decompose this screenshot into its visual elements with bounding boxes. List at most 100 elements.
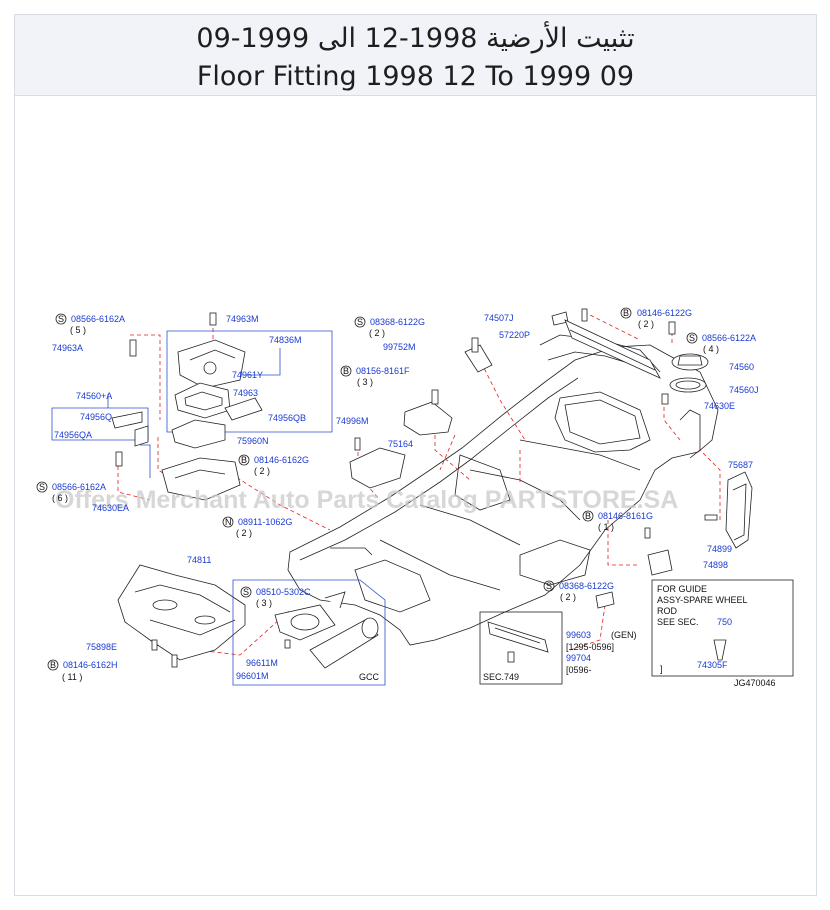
callout-c9[interactable]: B 08146-8161G ( 1 ) <box>582 510 653 532</box>
callout-part-number: 08911-1062G <box>238 517 292 527</box>
watermark-text: Offers Merchant Auto Parts Catalog PARTS… <box>55 486 678 514</box>
callout-qty: ( 2 ) <box>254 466 270 476</box>
part-label-75960n[interactable]: 75960N <box>237 436 269 446</box>
callout-part-number: 08566-6122A <box>702 333 756 343</box>
callout-part-number: 08146-6162G <box>254 455 309 465</box>
callout-c6[interactable]: B 08146-6162G ( 2 ) <box>238 454 309 476</box>
part-label-74560a[interactable]: 74560+A <box>76 391 112 401</box>
callout-c12[interactable]: B 08146-6162H ( 11 ) <box>47 659 118 682</box>
callout-c7[interactable]: S 08566-6162A ( 6 ) <box>36 481 106 503</box>
callout-part-number: 08368-6122G <box>370 317 425 327</box>
callout-qty: ( 5 ) <box>70 325 86 335</box>
page-header: تثبيت الأرضية 1998-12 الى 1999-09 Floor … <box>15 15 816 96</box>
callout-part-number: 08566-6162A <box>71 314 125 324</box>
part-label-74963m[interactable]: 74963M <box>226 314 259 324</box>
part-label-74560[interactable]: 74560 <box>729 362 754 372</box>
part-label-99603[interactable]: 99603 <box>566 630 591 640</box>
guide-note-line2: ASSY-SPARE WHEEL <box>657 595 748 605</box>
gen-label: (GEN) <box>611 630 637 640</box>
callout-marker: S <box>357 317 363 327</box>
callout-c4[interactable]: S 08566-6122A ( 4 ) <box>686 332 756 354</box>
guide-note-sec-number[interactable]: 750 <box>717 617 732 627</box>
page-title-arabic: تثبيت الأرضية 1998-12 الى 1999-09 <box>196 23 635 54</box>
callout-qty: ( 3 ) <box>256 598 272 608</box>
sec749-label: SEC.749 <box>483 672 519 682</box>
callout-c8[interactable]: N 08911-1062G ( 2 ) <box>222 516 292 538</box>
part-label-75898e[interactable]: 75898E <box>86 642 117 652</box>
date-range-2: [0596- <box>566 665 592 675</box>
part-label-75164[interactable]: 75164 <box>388 439 413 449</box>
callout-qty: ( 2 ) <box>638 319 654 329</box>
part-label-96611m[interactable]: 96611M <box>246 658 278 668</box>
lower-cover-drawing <box>117 564 246 668</box>
callout-c10[interactable]: S 08510-5302C ( 3 ) <box>240 586 311 608</box>
callout-marker: B <box>585 511 591 521</box>
part-label-74963a[interactable]: 74963A <box>52 343 83 353</box>
part-label-74963[interactable]: 74963 <box>233 388 258 398</box>
date-range-1: [1295-0596] <box>566 642 614 652</box>
page-title-english: Floor Fitting 1998 12 To 1999 09 <box>196 61 635 92</box>
part-label-74630e[interactable]: 74630E <box>704 401 735 411</box>
floor-panel-drawing <box>287 334 719 646</box>
callout-qty: ( 2 ) <box>236 528 252 538</box>
guide-note-bracket: ] <box>660 664 663 674</box>
part-label-74899[interactable]: 74899 <box>707 544 732 554</box>
part-label-74836m[interactable]: 74836M <box>269 335 302 345</box>
callout-part-number: 08146-6162H <box>63 660 118 670</box>
guide-note-box <box>651 579 794 677</box>
console-parts-drawing <box>111 312 263 501</box>
callout-marker: B <box>623 308 629 318</box>
part-label-99704[interactable]: 99704 <box>566 653 591 663</box>
callout-marker: B <box>50 660 56 670</box>
callout-part-number: 08146-8161G <box>598 511 653 521</box>
callout-part-number: 08510-5302C <box>256 587 311 597</box>
part-label-99752m[interactable]: 99752M <box>383 342 416 352</box>
misc-text: GCC (GEN) [1295-0596] [0596- SEC.749 FOR… <box>359 584 776 688</box>
callout-c2[interactable]: S 08368-6122G ( 2 ) <box>354 316 425 338</box>
callout-c5[interactable]: B 08156-8161F ( 3 ) <box>340 365 410 387</box>
callout-qty: ( 1 ) <box>598 522 614 532</box>
callout-marker: S <box>58 314 64 324</box>
sec749-box <box>479 611 563 685</box>
right-parts-drawing <box>595 321 753 609</box>
guide-note-line3: ROD <box>657 606 678 616</box>
callout-c3[interactable]: B 08146-6122G ( 2 ) <box>620 307 692 329</box>
part-label-74956q[interactable]: 74956Q <box>80 412 112 422</box>
callout-qty: ( 4 ) <box>703 344 719 354</box>
callout-part-number: 08566-6162A <box>52 482 106 492</box>
part-label-57220p[interactable]: 57220P <box>499 330 530 340</box>
part-label-74507j[interactable]: 74507J <box>484 313 514 323</box>
callout-qty: ( 2 ) <box>560 592 576 602</box>
callout-qty: ( 2 ) <box>369 328 385 338</box>
callout-qty: ( 6 ) <box>52 493 68 503</box>
part-label-74956qb[interactable]: 74956QB <box>268 413 306 423</box>
part-label-74996m[interactable]: 74996M <box>336 416 369 426</box>
callout-marker: B <box>343 366 349 376</box>
part-label-74560j[interactable]: 74560J <box>729 385 759 395</box>
guide-note-line4: SEE SEC. <box>657 617 699 627</box>
part-label-74898[interactable]: 74898 <box>703 560 728 570</box>
callout-marker: S <box>243 587 249 597</box>
part-label-74956qa[interactable]: 74956QA <box>54 430 92 440</box>
callout-marker: S <box>689 333 695 343</box>
part-label-74961y[interactable]: 74961Y <box>232 370 263 380</box>
part-label-74630ea[interactable]: 74630EA <box>92 503 129 513</box>
part-label-96601m[interactable]: 96601M <box>236 671 269 681</box>
part-labels: 74963M 74963A 74836M 74961Y 74963 74560+… <box>52 313 759 681</box>
callout-part-number: 08146-6122G <box>637 308 692 318</box>
callout-part-number: 08368-6122G <box>559 581 614 591</box>
callout-marker: S <box>546 581 552 591</box>
callout-part-number: 08156-8161F <box>356 366 410 376</box>
gcc-label: GCC <box>359 672 380 682</box>
part-label-75687[interactable]: 75687 <box>728 460 753 470</box>
gcc-box <box>232 579 386 686</box>
center-brackets-drawing <box>349 308 661 489</box>
callout-c1[interactable]: S 08566-6162A ( 5 ) <box>55 313 125 335</box>
callout-qty: ( 11 ) <box>62 672 82 682</box>
part-label-74811[interactable]: 74811 <box>187 555 211 565</box>
part-label-74305f[interactable]: 74305F <box>697 660 728 670</box>
callout-marker: S <box>39 482 45 492</box>
callout-marker: B <box>241 455 247 465</box>
callout-c11[interactable]: S 08368-6122G ( 2 ) <box>543 580 614 602</box>
